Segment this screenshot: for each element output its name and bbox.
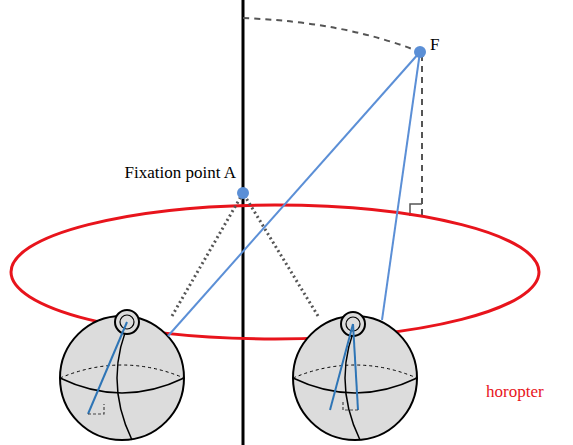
ray-right-to-f: [382, 52, 420, 320]
line-of-sight-left: [172, 193, 243, 316]
point-f-dot: [414, 46, 426, 58]
point-label: F: [430, 36, 439, 55]
midline: [242, 0, 245, 445]
rotation-arc: [243, 18, 420, 52]
left-eye: [60, 310, 184, 440]
right-eye: [293, 312, 417, 440]
projection-line: [421, 55, 423, 216]
fixation-point-dot: [237, 187, 249, 199]
horopter-label: horopter: [486, 383, 544, 402]
line-of-sight-right: [243, 193, 318, 316]
fixation-label: Fixation point A: [125, 164, 236, 183]
horopter-ellipse: [11, 205, 539, 339]
ray-left-to-f: [168, 52, 420, 336]
